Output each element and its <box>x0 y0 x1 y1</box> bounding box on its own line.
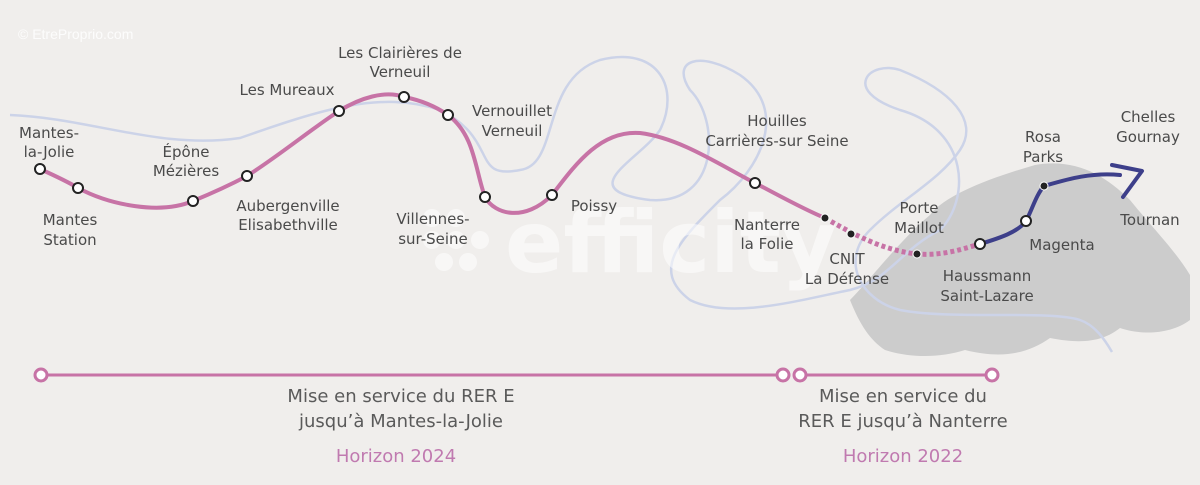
station-label-poissy: Poissy <box>571 197 617 215</box>
station-markers <box>34 91 1049 259</box>
rer-e-line-west <box>38 92 827 220</box>
station-marker-les-clairieres[interactable] <box>398 91 410 103</box>
station-marker-haussmann[interactable] <box>974 238 986 250</box>
brand-watermark: efficity <box>423 193 837 293</box>
phase-2024-start-marker <box>33 367 49 383</box>
station-marker-vernouillet[interactable] <box>442 109 454 121</box>
phase-timeline <box>33 367 1000 383</box>
phase-2022-end-marker <box>984 367 1000 383</box>
station-marker-rosa-parks[interactable] <box>1039 181 1049 191</box>
station-marker-magenta[interactable] <box>1020 215 1032 227</box>
station-marker-aubergenville[interactable] <box>241 170 253 182</box>
station-marker-les-mureaux[interactable] <box>333 105 345 117</box>
brand-logo-icon <box>423 209 489 271</box>
phase-2022-start-marker <box>792 367 808 383</box>
station-label-les-mureaux: Les Mureaux <box>240 81 335 99</box>
rer-e-arrow-icon <box>1110 163 1144 199</box>
station-marker-nanterre[interactable] <box>820 213 830 223</box>
station-label-tournan: Tournan <box>1119 211 1179 229</box>
station-marker-villennes[interactable] <box>479 191 491 203</box>
station-marker-poissy[interactable] <box>546 189 558 201</box>
station-label-magenta: Magenta <box>1029 236 1094 254</box>
station-marker-porte-maillot[interactable] <box>912 249 922 259</box>
paris-area <box>850 163 1190 356</box>
station-marker-mantes-la-jolie[interactable] <box>34 163 46 175</box>
phase-2022-horizon: Horizon 2022 <box>843 446 963 467</box>
station-marker-epone-mezieres[interactable] <box>187 195 199 207</box>
seine-river <box>9 55 1114 353</box>
brand-text: efficity <box>505 193 837 293</box>
copyright-watermark: © EtreProprio.com <box>18 26 133 42</box>
phase-bar-2024 <box>33 367 791 383</box>
station-marker-houilles[interactable] <box>749 177 761 189</box>
rer-e-line-east <box>978 172 1122 246</box>
station-marker-mantes-station[interactable] <box>72 182 84 194</box>
phase-2024-horizon: Horizon 2024 <box>336 446 456 467</box>
phase-bar-2022 <box>792 367 1000 383</box>
station-label-mantes-la-jolie: Mantes-la-Jolie <box>19 124 79 161</box>
phase-2024-end-marker <box>775 367 791 383</box>
station-marker-cnit[interactable] <box>846 229 856 239</box>
station-label-villennes: Villennes-sur-Seine <box>396 210 469 248</box>
